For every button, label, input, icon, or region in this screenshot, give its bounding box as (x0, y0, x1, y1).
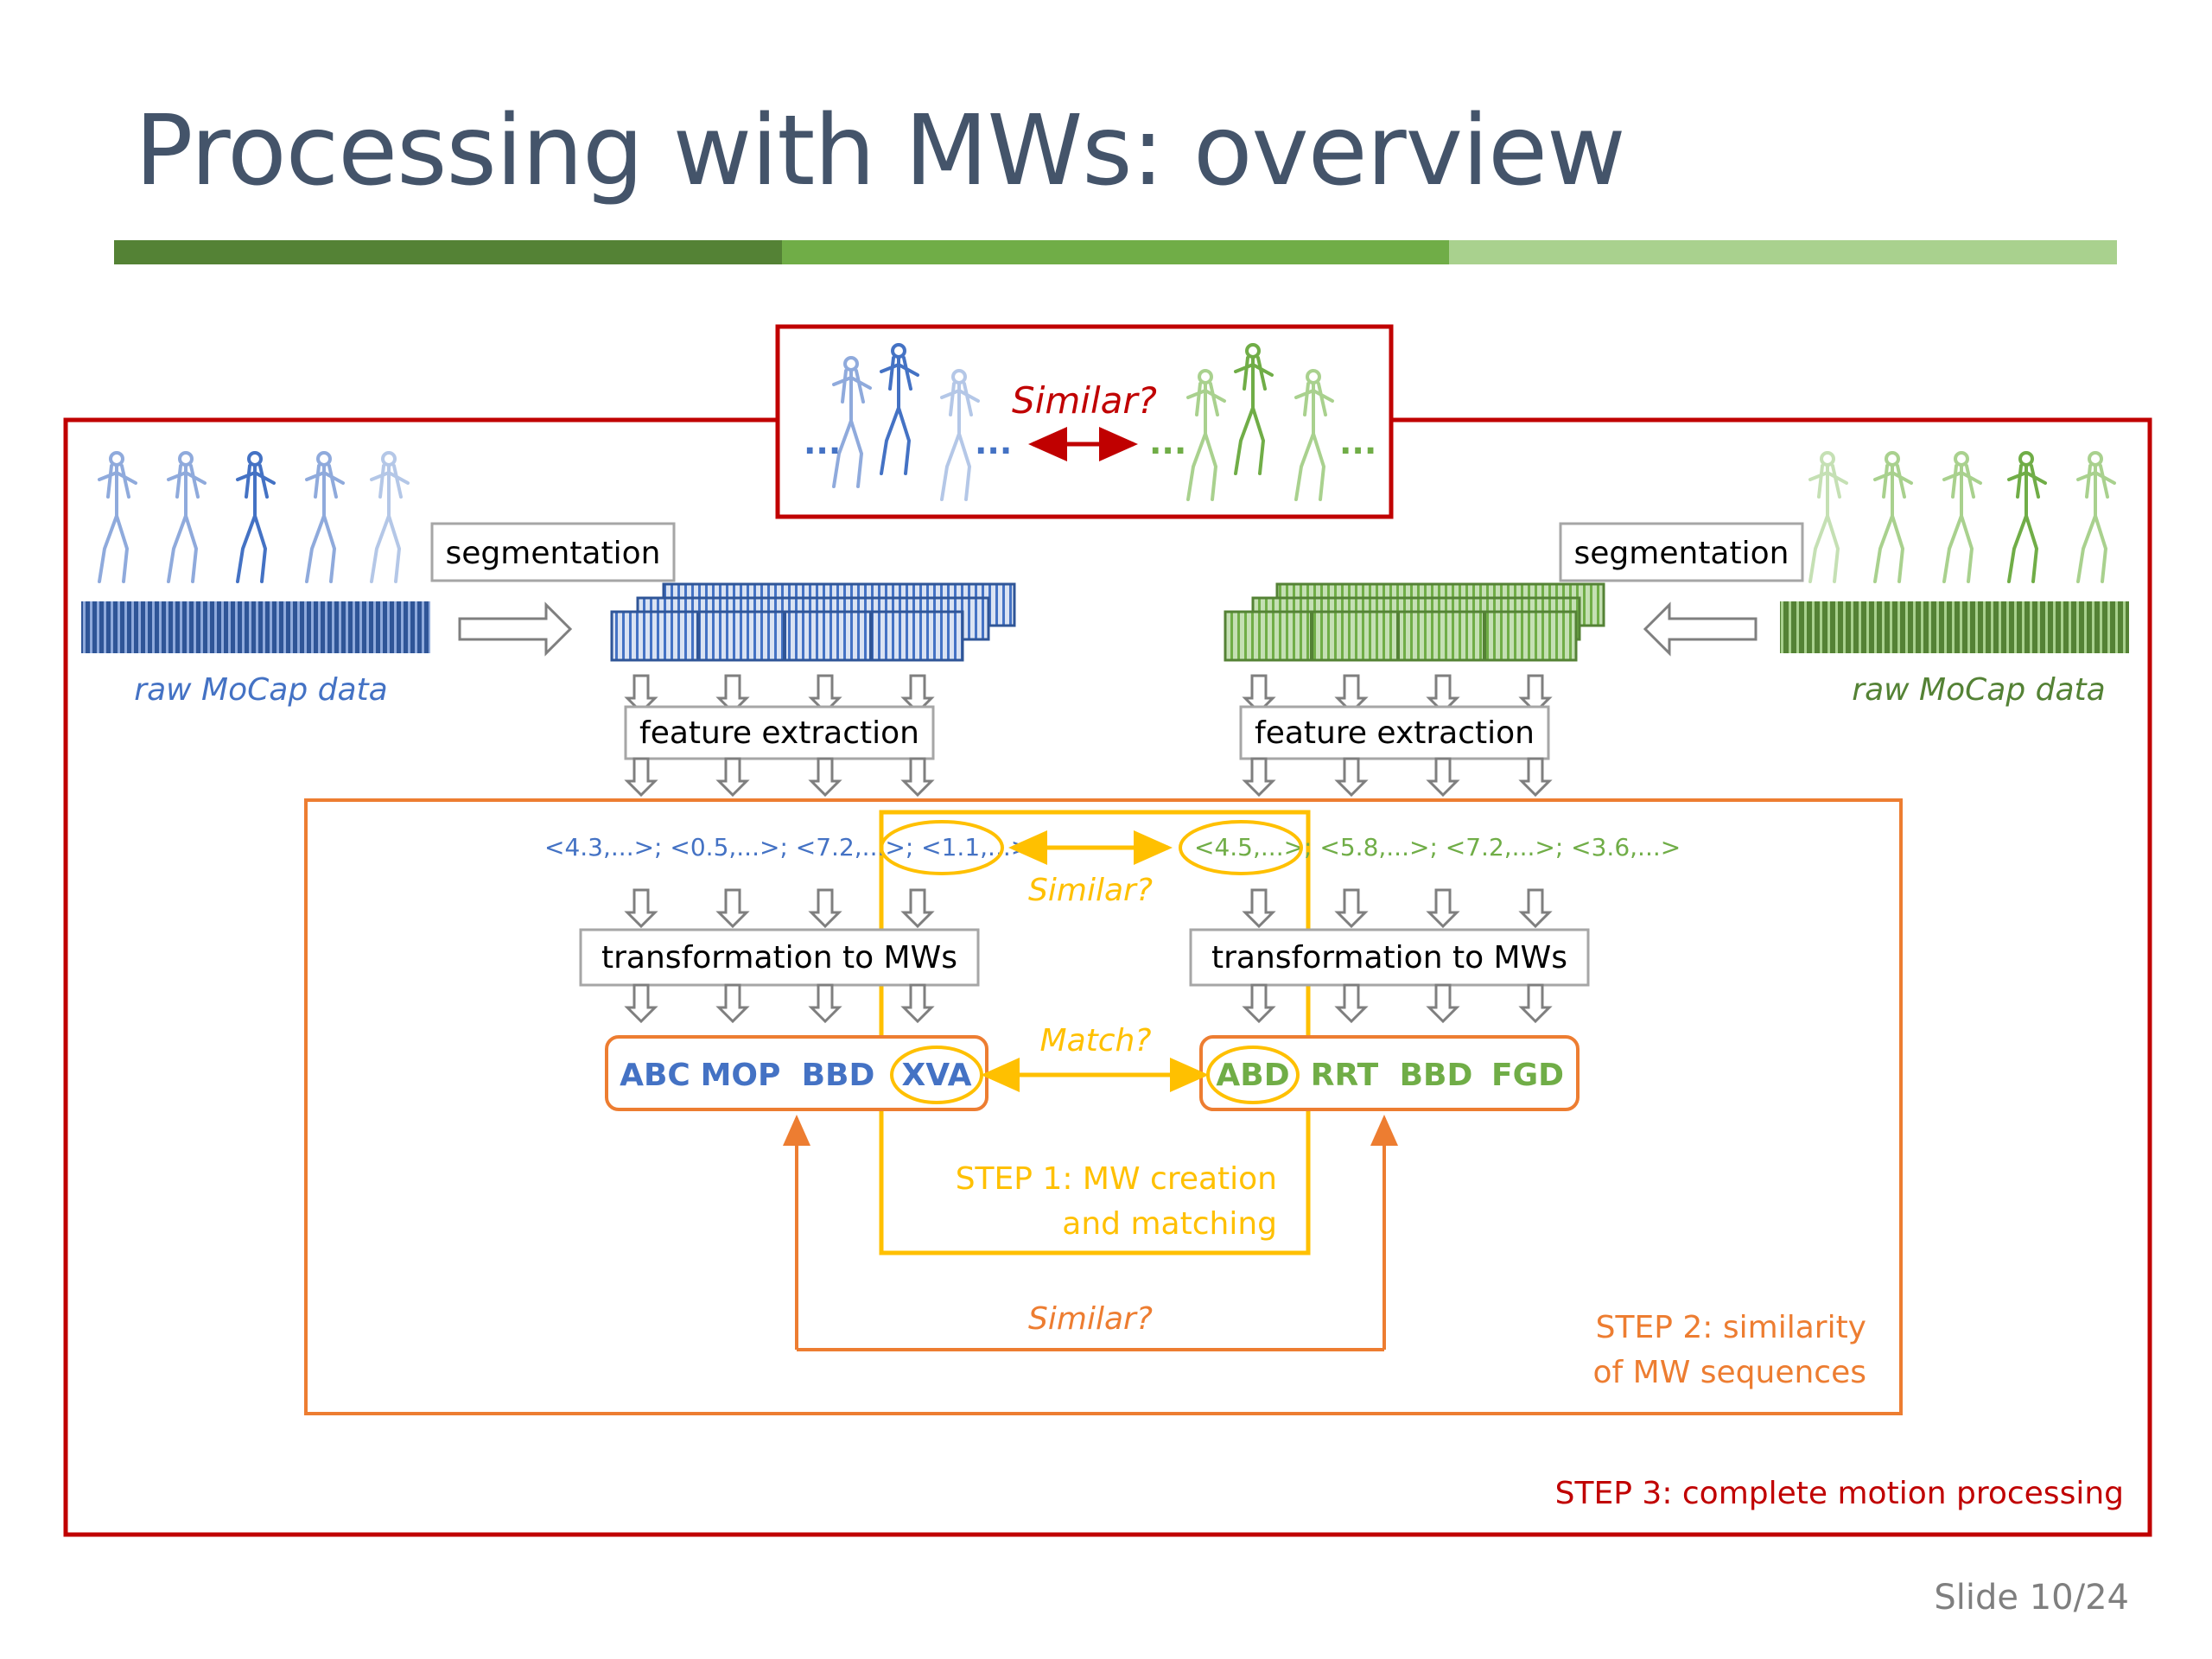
title-underline-bar (114, 240, 2118, 264)
left-figures (98, 451, 410, 583)
top-left-dots: ... (804, 423, 841, 461)
top-compare-box (775, 324, 1394, 519)
step1-label-line2: and matching (1062, 1206, 1277, 1242)
step1-label-line1: STEP 1: MW creation (956, 1161, 1277, 1197)
right-transformation-box (1189, 928, 1590, 987)
step2-label-line2: of MW sequences (1593, 1355, 1866, 1390)
right-arrows-to-transformation (1243, 888, 1551, 928)
left-raw-data-bar (81, 601, 430, 653)
step1-similar-label: Similar? (1028, 873, 1153, 908)
left-arrows-to-transformation (626, 888, 933, 928)
page-title: Processing with MWs: overview (135, 95, 1626, 207)
right-mw-3: FGD (1491, 1058, 1564, 1093)
right-mw-1: RRT (1311, 1058, 1379, 1093)
top-similar-label: Similar? (1012, 379, 1157, 422)
right-features-text: <4.5,...>; <5.8,...>; <7.2,...>; <3.6,..… (1194, 833, 1681, 861)
left-arrows-below-transformation (626, 983, 933, 1023)
left-transformation-box (579, 928, 980, 987)
left-features-text: <4.3,...>; <0.5,...>; <7.2,...>; <1.1,..… (544, 833, 1031, 861)
right-segmentation-box (1559, 522, 1804, 582)
right-segmentation-label: segmentation (1574, 536, 1789, 571)
step2-similar-label: Similar? (1028, 1301, 1153, 1337)
left-mw-0: ABC (620, 1058, 690, 1093)
title-bar-segment-light (1449, 240, 2118, 264)
step2-label-line1: STEP 2: similarity (1596, 1310, 1866, 1345)
left-transformation-label: transformation to MWs (601, 940, 957, 976)
right-raw-label: raw MoCap data (1852, 672, 2105, 708)
left-mw-1: MOP (701, 1058, 781, 1093)
right-transformation-label: transformation to MWs (1211, 940, 1567, 976)
step2-frame (304, 798, 1903, 1415)
left-segmentation-label: segmentation (446, 536, 661, 571)
slide-number: Slide 10/24 (1934, 1578, 2129, 1618)
top-mid-left-dots: ... (975, 423, 1012, 461)
top-mid-right-dots: ... (1149, 423, 1186, 461)
left-feature-highlight (880, 820, 1004, 875)
left-feature-extraction-label: feature extraction (639, 715, 919, 751)
right-feature-extraction-box (1239, 705, 1550, 760)
right-feature-extraction-label: feature extraction (1255, 715, 1535, 751)
right-raw-data-bar (1780, 601, 2129, 653)
step1-match-label: Match? (1040, 1023, 1152, 1058)
left-arrows-below-features (626, 757, 933, 797)
step1-frame (879, 810, 1311, 1255)
step3-label: STEP 3: complete motion processing (1555, 1476, 2124, 1511)
right-segments-stack (1224, 582, 1605, 662)
left-segmentation-box (430, 522, 676, 582)
left-feature-extraction-box (624, 705, 935, 760)
right-left-arrow (1643, 601, 1758, 657)
left-mw-2: BBD (802, 1058, 875, 1093)
right-figures (1808, 451, 2116, 583)
left-segments-stack (610, 582, 1016, 662)
right-arrows-below-transformation (1243, 983, 1551, 1023)
left-raw-label: raw MoCap data (134, 672, 387, 708)
right-mw-2: BBD (1400, 1058, 1473, 1093)
left-right-arrow (458, 601, 573, 657)
right-arrows-below-features (1243, 757, 1551, 797)
title-bar-segment-mid (781, 240, 1450, 264)
top-right-dots: ... (1339, 423, 1376, 461)
right-mw-0: ABD (1216, 1058, 1289, 1093)
title-bar-segment-dark (114, 240, 782, 264)
right-feature-highlight (1179, 820, 1303, 875)
left-mw-3: XVA (901, 1058, 971, 1093)
